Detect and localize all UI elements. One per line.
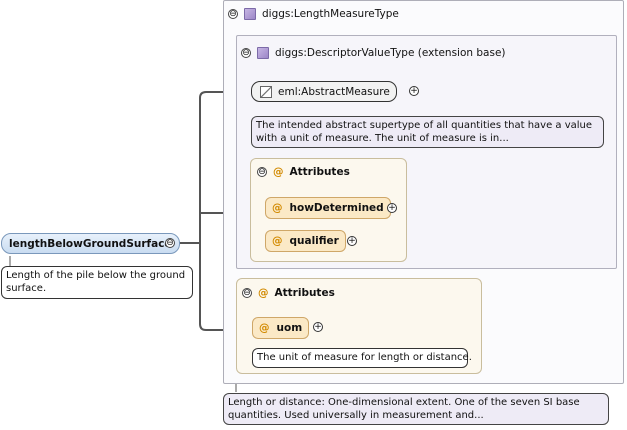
descriptor-value-type-header: ⊖ diggs:DescriptorValueType (extension b… <box>241 47 506 59</box>
expand-uom-icon[interactable]: + <box>313 321 323 332</box>
expand-qualifier-icon[interactable]: + <box>347 235 357 246</box>
root-element-name: lengthBelowGroundSurface <box>9 237 172 250</box>
complex-type-icon <box>257 47 269 59</box>
length-below-ground-surface-element[interactable]: lengthBelowGroundSurface <box>1 233 180 254</box>
length-measure-type-name: diggs:LengthMeasureType <box>262 8 399 20</box>
length-measure-type-doc: Length or distance: One-dimensional exte… <box>223 393 609 425</box>
own-attributes-header: ⊖ @ Attributes <box>242 287 335 299</box>
uom-doc: The unit of measure for length or distan… <box>252 348 472 368</box>
collapse-inherited-attributes-icon[interactable]: ⊖ <box>257 166 267 177</box>
root-element-doc: Length of the pile below the ground surf… <box>1 266 193 299</box>
attribute-icon: @ <box>272 235 283 247</box>
expand-abstract-measure-icon[interactable]: + <box>409 85 419 96</box>
expand-how-determined-icon[interactable]: + <box>387 202 397 213</box>
inherited-attributes-header: ⊖ @ Attributes <box>257 166 350 178</box>
attribute-icon: @ <box>259 322 270 334</box>
attribute-name: qualifier <box>289 235 339 247</box>
own-attributes-label: Attributes <box>274 287 335 299</box>
length-measure-type-header: ⊖ diggs:LengthMeasureType <box>228 8 399 20</box>
collapse-descriptor-value-type-icon[interactable]: ⊖ <box>241 47 251 58</box>
abstract-measure-doc: The intended abstract supertype of all q… <box>251 116 604 148</box>
attribute-how-determined[interactable]: @ howDetermined <box>265 197 391 219</box>
attribute-group-icon: @ <box>258 287 269 299</box>
collapse-length-measure-type-icon[interactable]: ⊖ <box>228 8 238 19</box>
complex-type-icon <box>244 8 256 20</box>
abstract-element-icon <box>260 85 272 98</box>
attribute-group-icon: @ <box>273 166 284 178</box>
attribute-icon: @ <box>272 202 283 214</box>
collapse-root-element-icon[interactable]: ⊖ <box>165 237 175 248</box>
attribute-name: howDetermined <box>289 202 384 214</box>
abstract-measure-name: eml:AbstractMeasure <box>278 85 390 98</box>
collapse-own-attributes-icon[interactable]: ⊖ <box>242 287 252 298</box>
abstract-measure-element[interactable]: eml:AbstractMeasure <box>251 81 397 102</box>
attribute-qualifier[interactable]: @ qualifier <box>265 230 346 252</box>
attribute-name: uom <box>276 322 303 334</box>
attribute-uom[interactable]: @ uom <box>252 317 310 339</box>
inherited-attributes-label: Attributes <box>289 166 350 178</box>
descriptor-value-type-name: diggs:DescriptorValueType (extension bas… <box>275 47 506 59</box>
